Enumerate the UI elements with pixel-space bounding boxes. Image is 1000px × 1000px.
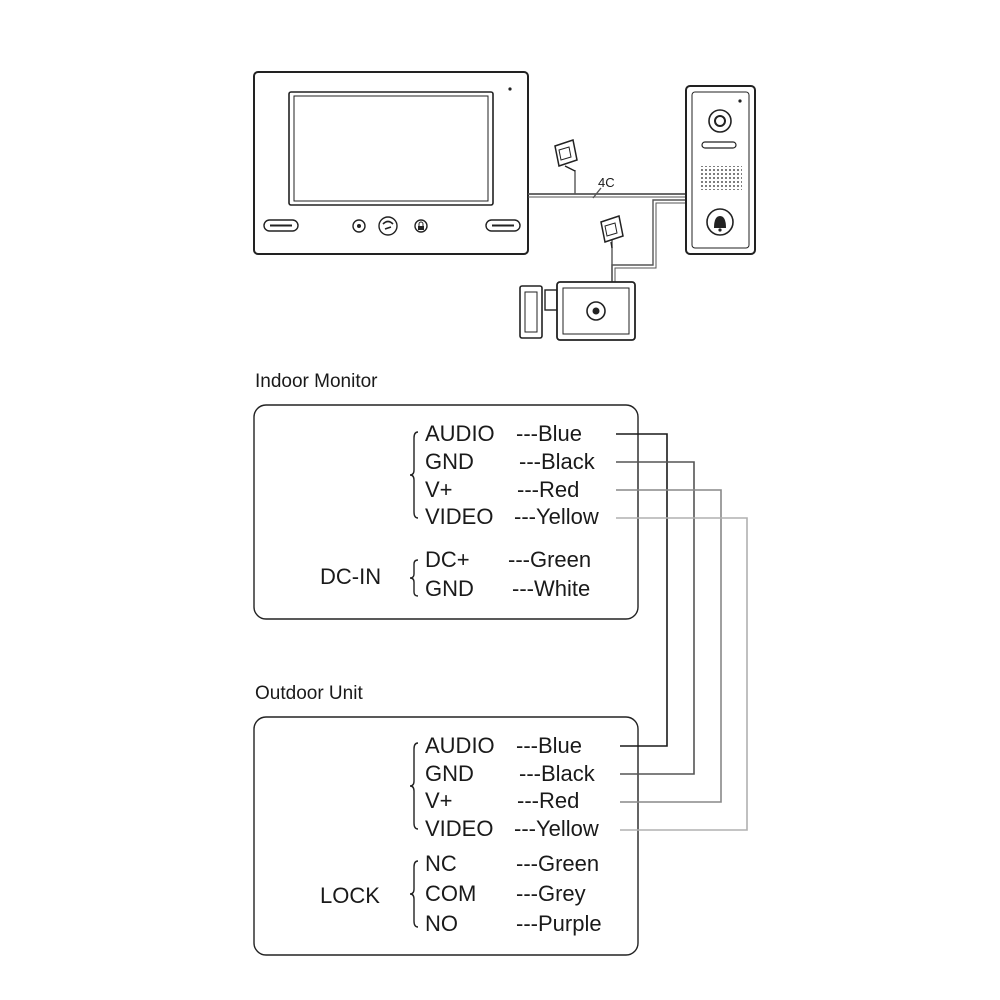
dc-wire-green: ---Green (508, 547, 592, 572)
outdoor-pin-video: VIDEO (425, 816, 494, 841)
outdoor-pin-gnd: GND (425, 761, 474, 786)
outdoor-wire-red: ---Red (517, 788, 580, 813)
indoor-pin-gnd: GND (425, 449, 474, 474)
indoor-wire-red: ---Red (517, 477, 580, 502)
indoor-pin-vplus: V+ (425, 477, 453, 502)
outdoor-wire-black: ---Black (519, 761, 595, 786)
dc-in-brace (409, 559, 419, 597)
outdoor-pin-vplus: V+ (425, 788, 453, 813)
wire-gnd (616, 461, 695, 775)
outdoor-signal-brace (409, 742, 419, 830)
outdoor-unit-illustration (685, 85, 756, 255)
lock-wire-purple: ---Purple (516, 911, 602, 936)
indoor-monitor-box (253, 404, 639, 620)
indoor-signal-brace (409, 431, 419, 519)
outdoor-pin-audio: AUDIO (425, 733, 495, 758)
lock-brace (409, 860, 419, 928)
outdoor-wire-blue: ---Blue (516, 733, 583, 758)
dc-in-label: DC-IN (320, 564, 382, 589)
wire-video (616, 517, 748, 831)
electric-lock-illustration (519, 281, 636, 341)
power-adapter-icon (600, 215, 624, 249)
power-adapter-icon (554, 139, 578, 172)
lock-pin-no: NO (425, 911, 458, 936)
cable-label: 4C (598, 175, 615, 190)
wire-vplus (616, 489, 722, 803)
speaker-grill (700, 166, 742, 190)
dc-pin-gnd: GND (425, 576, 474, 601)
indoor-pin-audio: AUDIO (425, 421, 495, 446)
wire-connections (616, 433, 748, 831)
indoor-wire-blue: ---Blue (516, 421, 583, 446)
wire-audio (616, 433, 668, 747)
outdoor-unit-box (253, 716, 639, 956)
outdoor-wire-yellow: ---Yellow (514, 816, 599, 841)
lock-wire-green: ---Green (516, 851, 600, 876)
lock-wire-grey: ---Grey (516, 881, 586, 906)
dc-pin-dcplus: DC+ (425, 547, 470, 572)
lock-pin-nc: NC (425, 851, 457, 876)
phone-icon (378, 216, 398, 236)
dc-wire-white: ---White (512, 576, 591, 601)
indoor-monitor-illustration (253, 71, 529, 255)
outdoor-unit-title: Outdoor Unit (255, 683, 363, 704)
lock-label: LOCK (320, 883, 380, 908)
indoor-wire-yellow: ---Yellow (514, 504, 599, 529)
indoor-wire-black: ---Black (519, 449, 595, 474)
lock-pin-com: COM (425, 881, 477, 906)
indoor-monitor-title: Indoor Monitor (255, 371, 378, 392)
indoor-pin-video: VIDEO (425, 504, 494, 529)
